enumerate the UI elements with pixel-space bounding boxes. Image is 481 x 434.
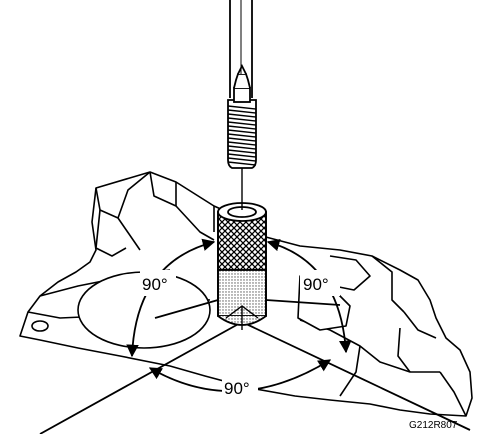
- thread-line: [227, 157, 257, 162]
- thread-line: [227, 145, 257, 150]
- angle-label-right: 90°: [303, 275, 329, 294]
- thread-line: [227, 133, 257, 138]
- tap-handle: [229, 0, 253, 98]
- thread-line: [227, 149, 257, 154]
- thread-line: [227, 137, 257, 142]
- thread-line: [227, 153, 257, 158]
- thread-line: [227, 161, 257, 166]
- thread-line: [227, 105, 257, 110]
- knurled-guide-sleeve: [217, 202, 267, 330]
- thread-line: [227, 113, 257, 118]
- thread-line: [227, 121, 257, 126]
- angle-label-left: 90°: [142, 275, 168, 294]
- thread-line: [227, 125, 257, 130]
- angle-label-bottom: 90°: [224, 379, 250, 398]
- thread-line: [227, 109, 257, 114]
- thread-line: [227, 141, 257, 146]
- thread-line: [227, 129, 257, 134]
- thread-tap: [227, 63, 257, 169]
- thread-line: [227, 117, 257, 122]
- figure-code: G212R807: [409, 420, 458, 431]
